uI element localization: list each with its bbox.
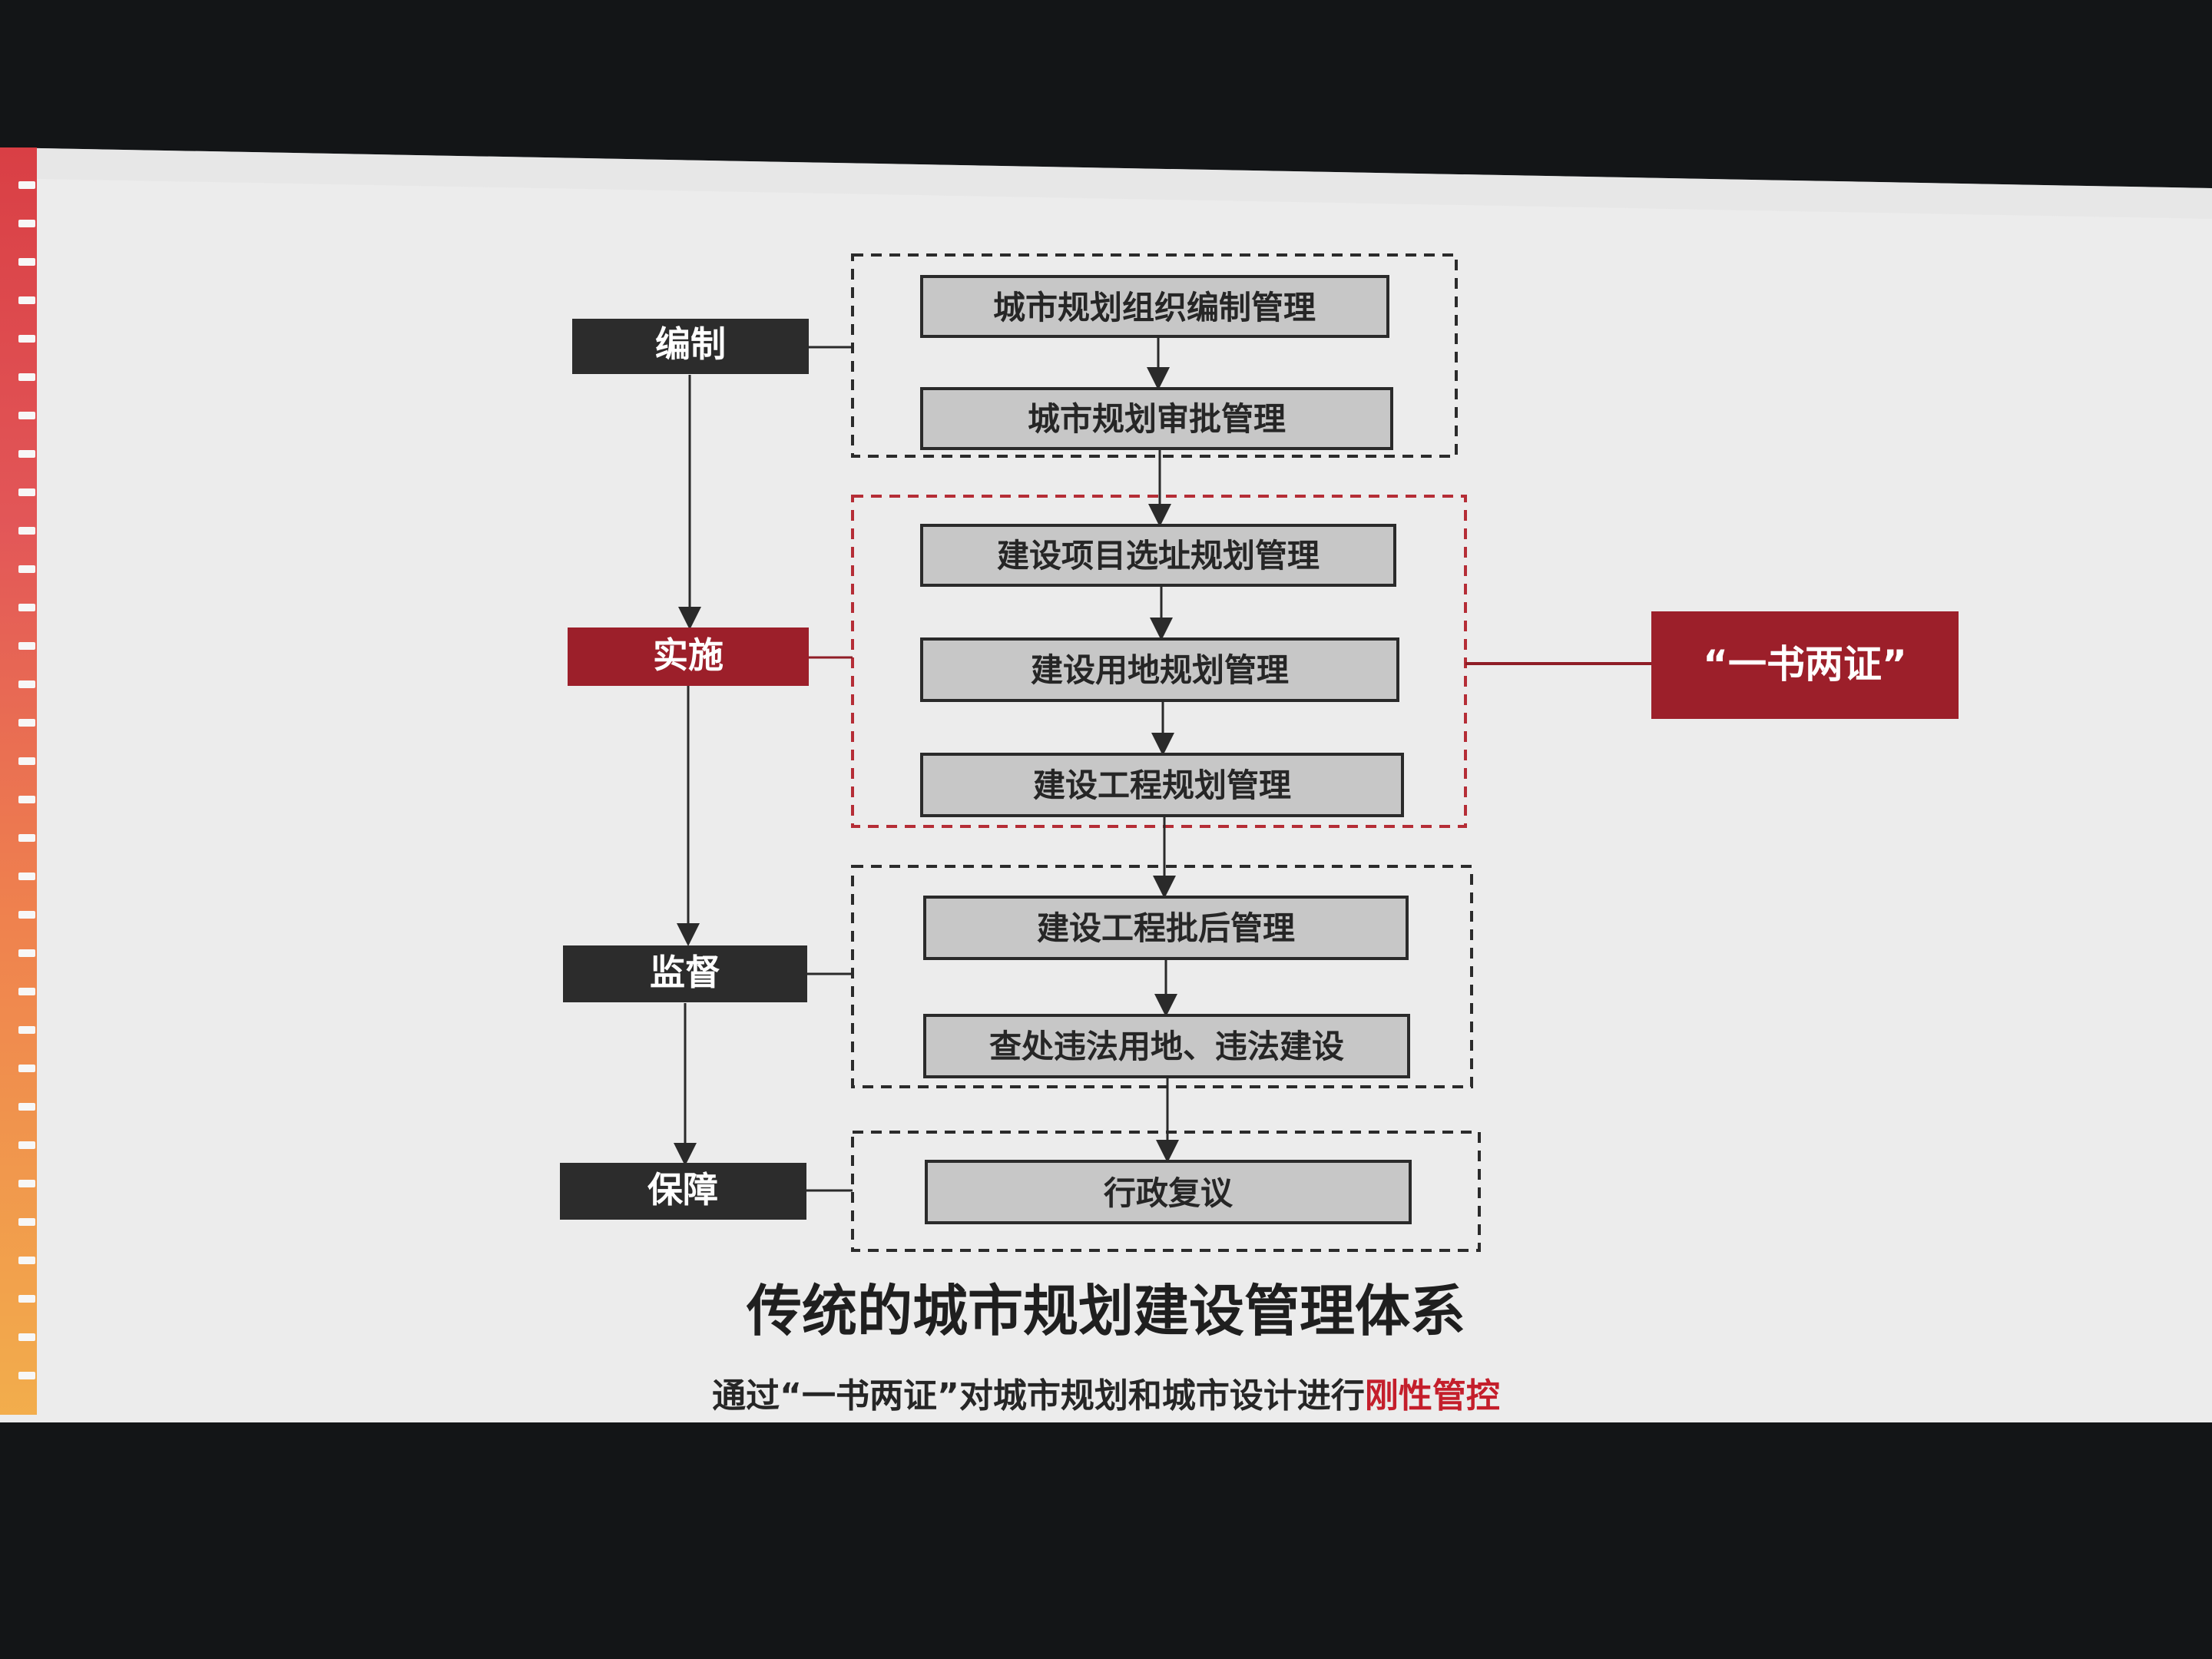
left-notch-24 [18,1065,35,1072]
process-step-1: 城市规划组织编制管理 [993,289,1316,326]
left-notch-20 [18,911,35,919]
left-notch-5 [18,335,35,343]
process-step-2: 城市规划审批管理 [1028,400,1286,438]
left-label-guarantee: 保障 [647,1169,718,1210]
group-box-compile [851,253,1458,458]
diagram-subtitle-prefix: 通过“一书两证”对城市规划和城市设计进行 [712,1376,1365,1416]
process-step-8: 行政复议 [1104,1174,1233,1212]
process-step-3: 建设项目选址规划管理 [997,537,1320,575]
left-notch-16 [18,757,35,765]
left-notch-11 [18,565,35,573]
process-step-2-box [920,387,1393,450]
right-label: “一书两证” [1703,642,1907,687]
process-step-7-box [923,1014,1410,1078]
process-step-4-box [920,637,1399,702]
left-notch-2 [18,220,35,227]
left-notch-25 [18,1103,35,1111]
group-box-implement [851,495,1467,828]
left-notch-19 [18,873,35,880]
left-notch-30 [18,1295,35,1303]
left-notch-18 [18,834,35,842]
left-label-supervise: 监督 [650,952,720,993]
left-label-supervise-box [563,945,807,1002]
diagram-subtitle-highlight: 刚性管控 [1365,1376,1500,1416]
right-label-box [1651,611,1959,719]
process-step-6: 建设工程批后管理 [1037,909,1295,947]
left-notch-7 [18,412,35,419]
diagram-title: 传统的城市规划建设管理体系 [746,1279,1465,1343]
left-notch-21 [18,949,35,957]
left-notch-3 [18,258,35,266]
left-notch-4 [18,296,35,304]
left-notch-12 [18,604,35,611]
left-notch-22 [18,988,35,995]
process-step-8-box [925,1160,1412,1224]
left-notch-26 [18,1141,35,1149]
left-notch-9 [18,488,35,496]
process-step-6-box [923,896,1409,960]
process-step-5-box [920,753,1404,817]
left-notch-1 [18,181,35,189]
left-label-compile: 编制 [655,323,726,365]
left-notch-29 [18,1257,35,1264]
left-notch-32 [18,1372,35,1379]
left-label-guarantee-box [560,1163,806,1220]
process-step-7: 查处违法用地、违法建设 [989,1028,1344,1065]
left-notch-8 [18,450,35,458]
left-notch-23 [18,1026,35,1034]
left-notch-31 [18,1333,35,1341]
left-label-implement-box [568,628,809,686]
left-notch-6 [18,373,35,381]
process-step-1-box [920,275,1389,338]
process-step-5: 建设工程规划管理 [1033,767,1291,804]
left-decorative-stripe [0,147,37,1415]
left-notch-10 [18,527,35,535]
process-step-4: 建设用地规划管理 [1031,651,1289,689]
group-box-supervise [851,865,1473,1088]
left-notch-13 [18,642,35,650]
slide-top-shade [0,147,2212,219]
left-notch-14 [18,680,35,688]
left-notch-27 [18,1180,35,1187]
left-notch-15 [18,719,35,727]
left-notch-28 [18,1218,35,1226]
process-step-3-box [920,524,1396,587]
left-label-implement: 实施 [653,634,724,676]
diagram-subtitle: 通过“一书两证”对城市规划和城市设计进行刚性管控 [712,1376,1500,1416]
group-box-guarantee [851,1131,1481,1252]
left-label-compile-box [572,319,809,374]
left-notch-17 [18,796,35,803]
